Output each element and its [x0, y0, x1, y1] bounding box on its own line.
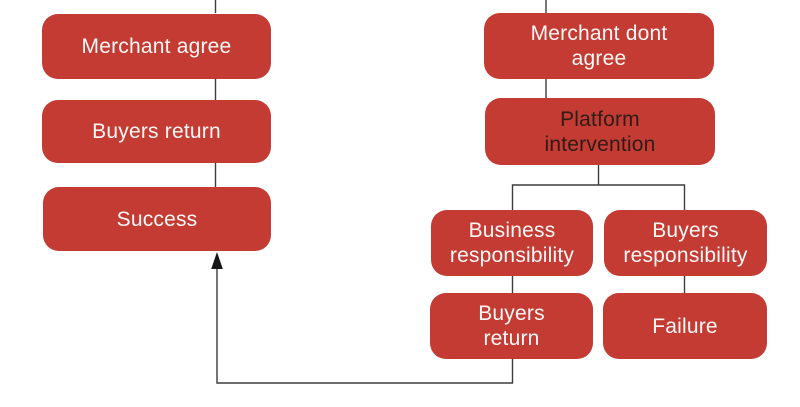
node-buyers-return-left: Buyers return: [42, 100, 271, 163]
node-label: Buyers: [652, 219, 719, 242]
node-label: Merchant agree: [81, 35, 232, 58]
node-label: Merchant dont: [530, 22, 668, 45]
node-merchant-dont-agree: Merchant dont agree: [484, 13, 714, 79]
node-label: Business: [468, 219, 556, 242]
node-label: Buyers return: [92, 120, 221, 143]
arrowhead-up-icon: [211, 252, 223, 269]
node-label: Buyers: [478, 302, 545, 325]
node-failure: Failure: [603, 293, 767, 359]
node-label: intervention: [544, 132, 656, 156]
node-label: agree: [571, 47, 627, 70]
node-label: Platform: [560, 107, 640, 131]
node-label: Success: [116, 207, 198, 231]
node-label: Failure: [652, 314, 718, 338]
node-business-responsibility: Business responsibility: [431, 210, 593, 276]
connector-branch-crossbar: [511, 184, 686, 210]
node-platform-intervention: Platform intervention: [485, 98, 715, 165]
node-label: responsibility: [449, 244, 575, 267]
node-merchant-agree: Merchant agree: [42, 14, 271, 79]
node-label: return: [483, 327, 540, 350]
node-label: responsibility: [623, 244, 748, 267]
node-buyers-return-right: Buyers return: [430, 293, 593, 359]
node-success: Success: [43, 187, 271, 251]
node-buyers-responsibility: Buyers responsibility: [604, 210, 767, 276]
